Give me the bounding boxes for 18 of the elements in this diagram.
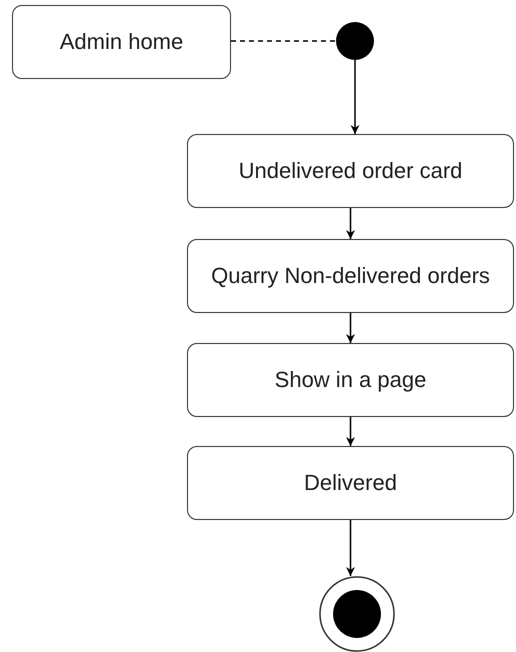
- final-state-symbol: [319, 576, 395, 652]
- initial-state-dot: [336, 22, 374, 60]
- arrow: [346, 417, 355, 446]
- activity-label: Show in a page: [274, 367, 426, 393]
- activity-box: [187, 134, 514, 208]
- activity-box: [187, 446, 514, 520]
- connector-line: [231, 40, 336, 42]
- activity-label: Delivered: [304, 470, 397, 496]
- activity-label: Admin home: [60, 29, 184, 55]
- activity-label: Quarry Non-delivered orders: [211, 263, 490, 289]
- arrow: [346, 520, 355, 576]
- activity-box: [187, 239, 514, 313]
- arrow: [346, 208, 355, 239]
- arrow: [346, 313, 355, 343]
- arrow: [350, 60, 360, 134]
- activity-box: [187, 343, 514, 417]
- activity-box: [12, 5, 231, 79]
- activity-label: Undelivered order card: [238, 158, 462, 184]
